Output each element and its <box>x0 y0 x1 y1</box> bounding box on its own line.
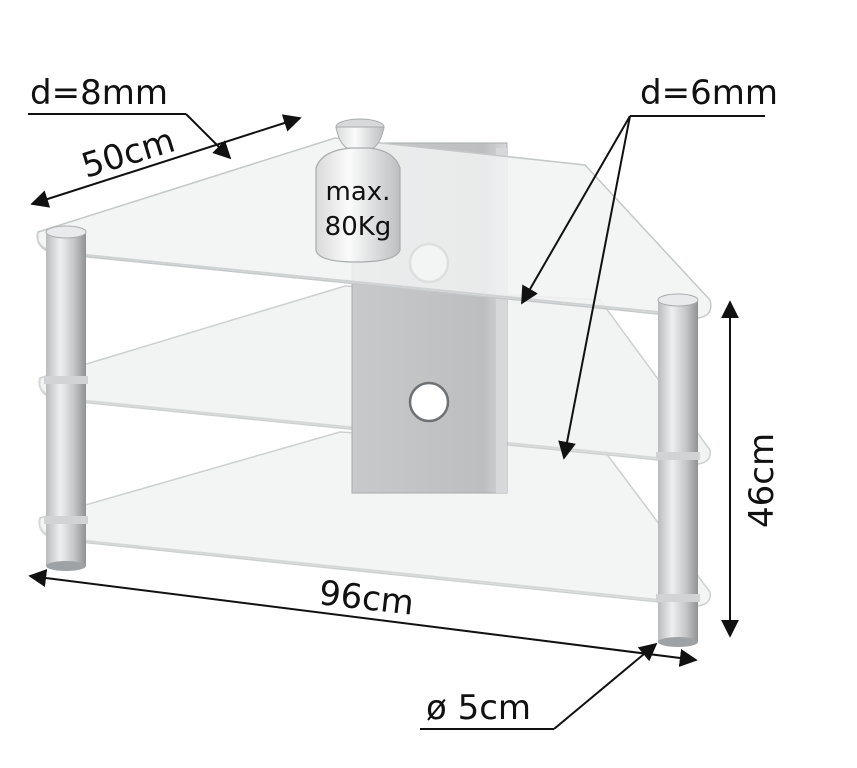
cable-hole-lower <box>408 381 450 423</box>
top-glass-thickness-label: d=8mm <box>30 73 168 113</box>
weight-icon: max. 80Kg <box>315 118 401 263</box>
width-label: 96cm <box>317 573 416 624</box>
leg-diameter-callout: ø 5cm <box>420 642 658 730</box>
max-load-line2: 80Kg <box>325 212 392 242</box>
depth-label: 50cm <box>77 121 180 187</box>
leg-left <box>44 225 88 571</box>
height-label: 46cm <box>742 433 782 528</box>
max-load-line1: max. <box>326 177 391 207</box>
leg-diameter-label: ø 5cm <box>426 688 531 728</box>
height-dimension: 46cm <box>721 300 782 638</box>
leg-right <box>656 293 700 647</box>
shelf-glass-thickness-callout: d=6mm <box>521 73 778 460</box>
shelf-glass-thickness-label: d=6mm <box>640 73 778 113</box>
